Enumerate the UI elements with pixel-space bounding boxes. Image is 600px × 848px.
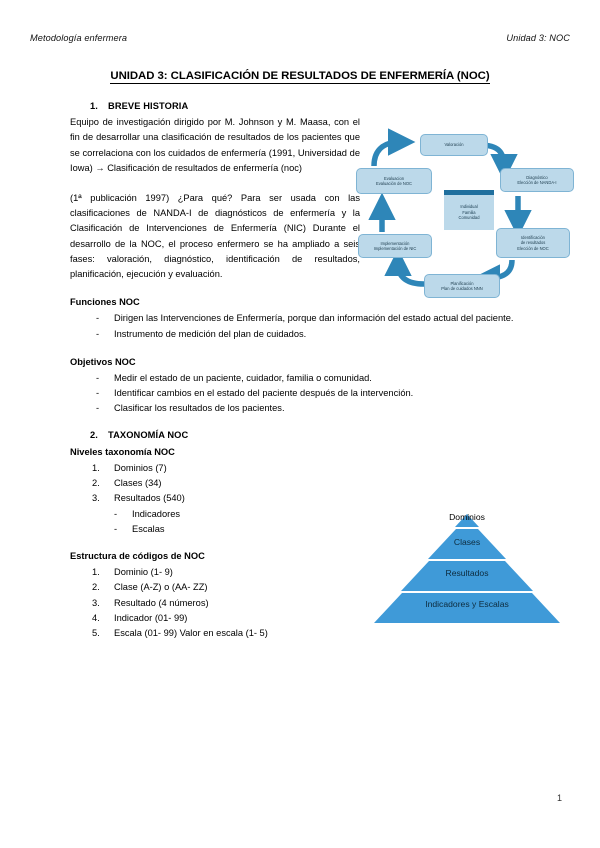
section-2-title: TAXONOMÍA NOC [108,429,189,440]
section-2-number: 2. [90,429,98,440]
list-item-number: 1. [92,463,100,474]
process-node-valoracion: Valoración [420,134,488,156]
objetivos-list: Medir el estado de un paciente, cuidador… [70,371,530,417]
running-header: Metodología enfermera Unidad 3: NOC [30,33,570,43]
node-line: Diagnóstico [526,174,548,180]
niveles-heading: Niveles taxonomía NOC [70,446,175,457]
list-item: Instrumento de medición del plan de cuid… [70,327,530,342]
section-1-heading: 1. BREVE HISTORIA [90,99,530,114]
list-item: 5. Escala (01- 99) Valor en escala (1- 5) [70,626,530,641]
list-item: 3. Resultado (4 números) [70,596,530,611]
pyramid-level-4 [374,593,560,623]
pyramid-level-2 [428,529,506,559]
header-left-text: Metodología enfermera [30,33,128,43]
section-1-paragraph-2: (1ª publicación 1997) ¿Para qué? Para se… [70,193,360,280]
pyramid-level-3 [401,561,533,591]
list-item-number: 4. [92,612,100,623]
pyramid-label-dominios: Dominios [449,512,485,522]
process-arrows [368,128,532,292]
list-item-number: 1. [92,567,100,578]
node-line: Implementación de NIC [373,246,417,251]
list-item: 2. Clase (A-Z) o (AA- ZZ) [70,580,530,595]
pyramid-label-indicadores-escalas: Indicadores y Escalas [425,599,509,609]
node-line: Identificación [521,234,545,240]
section-1-title: BREVE HISTORIA [108,101,189,111]
node-line: Elección de NOC [517,245,549,251]
pyramid-level-1 [455,514,479,527]
node-line: Comunidad [458,215,480,221]
pyramid-label-clases: Clases [453,537,481,547]
spacer [70,417,530,428]
process-node-planificacion: Planificación Plan de cuidados NNN [424,274,500,298]
section-2-heading: 2. TAXONOMÍA NOC [90,428,530,443]
list-item-number: 3. [92,597,100,608]
estructura-heading: Estructura de códigos de NOC [70,551,205,562]
pyramid-label-resultados: Resultados [445,568,489,578]
funciones-heading: Funciones NOC [70,297,140,308]
niveles-list: 1. Dominios (7) 2. Clases (34) 3. Resultado… [70,461,530,507]
list-item-text: Dominio (1- 9) [114,567,173,578]
list-item: 3. Resultados (540) [70,491,530,506]
list-item-number: 5. [92,628,100,639]
estructura-list: 1. Dominio (1- 9) 2. Clase (A-Z) o (AA- ZZ… [70,565,530,641]
page-title: UNIDAD 3: CLASIFICACIÓN DE RESULTADOS DE… [0,70,600,84]
list-item-text: Escala (01- 99) Valor en escala (1- 5) [114,628,268,639]
spacer [70,342,530,353]
list-item: Identificar cambios en el estado del pac… [70,386,530,401]
list-item-number: 3. [92,493,100,504]
list-item-text: Resultados (540) [114,493,185,504]
node-line: Evaluacion [383,175,405,181]
page-title-text: UNIDAD 3: CLASIFICACIÓN DE RESULTADOS DE… [110,70,490,84]
nursing-process-diagram: Valoración Diagnóstico Elección de NANDA… [352,128,580,313]
list-item-number: 2. [92,582,100,593]
list-item-text: Clases (34) [114,478,162,489]
list-item: 1. Dominios (7) [70,461,530,476]
list-item-number: 2. [92,478,100,489]
list-item-text: Resultado (4 números) [114,597,209,608]
node-line: Plan de cuidados NNN [441,286,483,291]
objetivos-heading: Objetivos NOC [70,356,136,367]
list-item: Clasificar los resultados de los pacient… [70,401,530,416]
node-line: Implementación [380,240,410,246]
process-node-implementacion: Implementación Implementación de NIC [358,234,432,258]
list-item: Indicadores [70,507,530,522]
node-line: Individual [460,204,478,210]
section-1-number: 1. [90,101,98,111]
list-item-text: Indicador (01- 99) [114,612,188,623]
list-item: 1. Dominio (1- 9) [70,565,530,580]
process-node-diagnostico: Diagnóstico Elección de NANDA-I [500,168,574,192]
list-item-text: Clase (A-Z) o (AA- ZZ) [114,582,208,593]
node-line: Valoración [444,142,464,148]
list-item: Medir el estado de un paciente, cuidador… [70,371,530,386]
niveles-sublist: Indicadores Escalas [70,507,530,538]
funciones-list: Dirigen las Intervenciones de Enfermería… [70,311,530,342]
document-body: 1. BREVE HISTORIA Equipo de investigación… [70,99,530,641]
process-node-identificacion: Identificación de resultados Elección de… [496,228,570,258]
list-item: 4. Indicador (01- 99) [70,611,530,626]
node-line: Planificación [450,280,474,286]
list-item: 2. Clases (34) [70,476,530,491]
node-line: Evaluación de NOC [376,181,412,186]
list-item: Escalas [70,522,530,537]
list-item: Dirigen las Intervenciones de Enfermería… [70,311,530,326]
taxonomy-pyramid-diagram: Dominios Clases Resultados Indicadores y… [372,500,562,625]
node-line: Elección de NANDA-I [517,180,557,185]
node-line: de resultados [520,240,546,246]
node-line: Familia [462,209,476,215]
page-number: 1 [556,793,562,803]
list-item-text: Dominios (7) [114,463,167,474]
header-right-text: Unidad 3: NOC [506,33,570,43]
pyramid-shape [374,514,560,623]
process-node-centro: Individual Familia Comunidad [444,190,494,230]
process-node-evaluacion: Evaluacion Evaluación de NOC [356,168,432,194]
section-1-paragraph-1: Equipo de investigación dirigido por M. … [70,117,360,173]
